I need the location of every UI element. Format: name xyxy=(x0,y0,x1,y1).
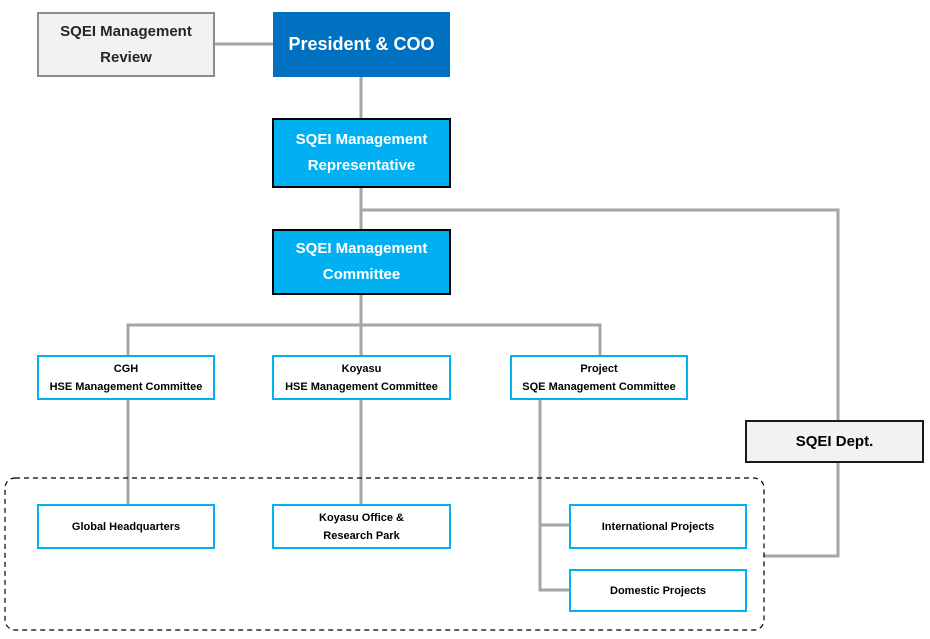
cgh-committee-line2: HSE Management Committee xyxy=(49,380,203,393)
koyasu-office-box: Koyasu Office & Research Park xyxy=(272,504,451,549)
connector-subcommittee-bus xyxy=(126,323,602,356)
project-committee-line2: SQE Management Committee xyxy=(522,380,676,393)
cgh-committee-box: CGH HSE Management Committee xyxy=(37,355,215,400)
koyasu-committee-line1: Koyasu xyxy=(341,362,382,375)
cgh-committee-line1: CGH xyxy=(113,362,139,375)
committee-box: SQEI Management Committee xyxy=(272,229,451,295)
global-headquarters-box: Global Headquarters xyxy=(37,504,215,549)
global-headquarters-label: Global Headquarters xyxy=(71,520,181,533)
committee-line1: SQEI Management xyxy=(295,240,428,257)
domestic-projects-label: Domestic Projects xyxy=(610,584,706,597)
sqei-dept-label: SQEI Dept. xyxy=(795,433,874,450)
dashed-region-frame xyxy=(4,477,765,631)
president-label: President & COO xyxy=(288,34,435,54)
koyasu-committee-line2: HSE Management Committee xyxy=(285,380,438,393)
management-review-box: SQEI Management Review xyxy=(37,12,215,77)
representative-box: SQEI Management Representative xyxy=(272,118,451,188)
koyasu-committee-box: Koyasu HSE Management Committee xyxy=(272,355,451,400)
management-review-line1: SQEI Management xyxy=(60,22,192,40)
representative-line1: SQEI Management xyxy=(295,131,428,148)
connector-dept-units xyxy=(763,462,840,558)
sqei-dept-box: SQEI Dept. xyxy=(745,420,924,463)
koyasu-office-line1: Koyasu Office & xyxy=(319,511,404,524)
project-committee-box: Project SQE Management Committee xyxy=(510,355,688,400)
connector-project-international xyxy=(538,399,570,527)
president-box: President & COO xyxy=(273,12,450,77)
koyasu-office-line2: Research Park xyxy=(323,529,400,542)
management-review-line2: Review xyxy=(100,48,152,66)
international-projects-label: International Projects xyxy=(601,520,715,533)
connector-to-sqei-dept xyxy=(361,208,840,421)
representative-line2: Representative xyxy=(307,157,416,174)
project-committee-line1: Project xyxy=(580,362,618,375)
connector-project-domestic xyxy=(538,525,570,592)
committee-line2: Committee xyxy=(322,266,401,283)
international-projects-box: International Projects xyxy=(569,504,747,549)
domestic-projects-box: Domestic Projects xyxy=(569,569,747,612)
